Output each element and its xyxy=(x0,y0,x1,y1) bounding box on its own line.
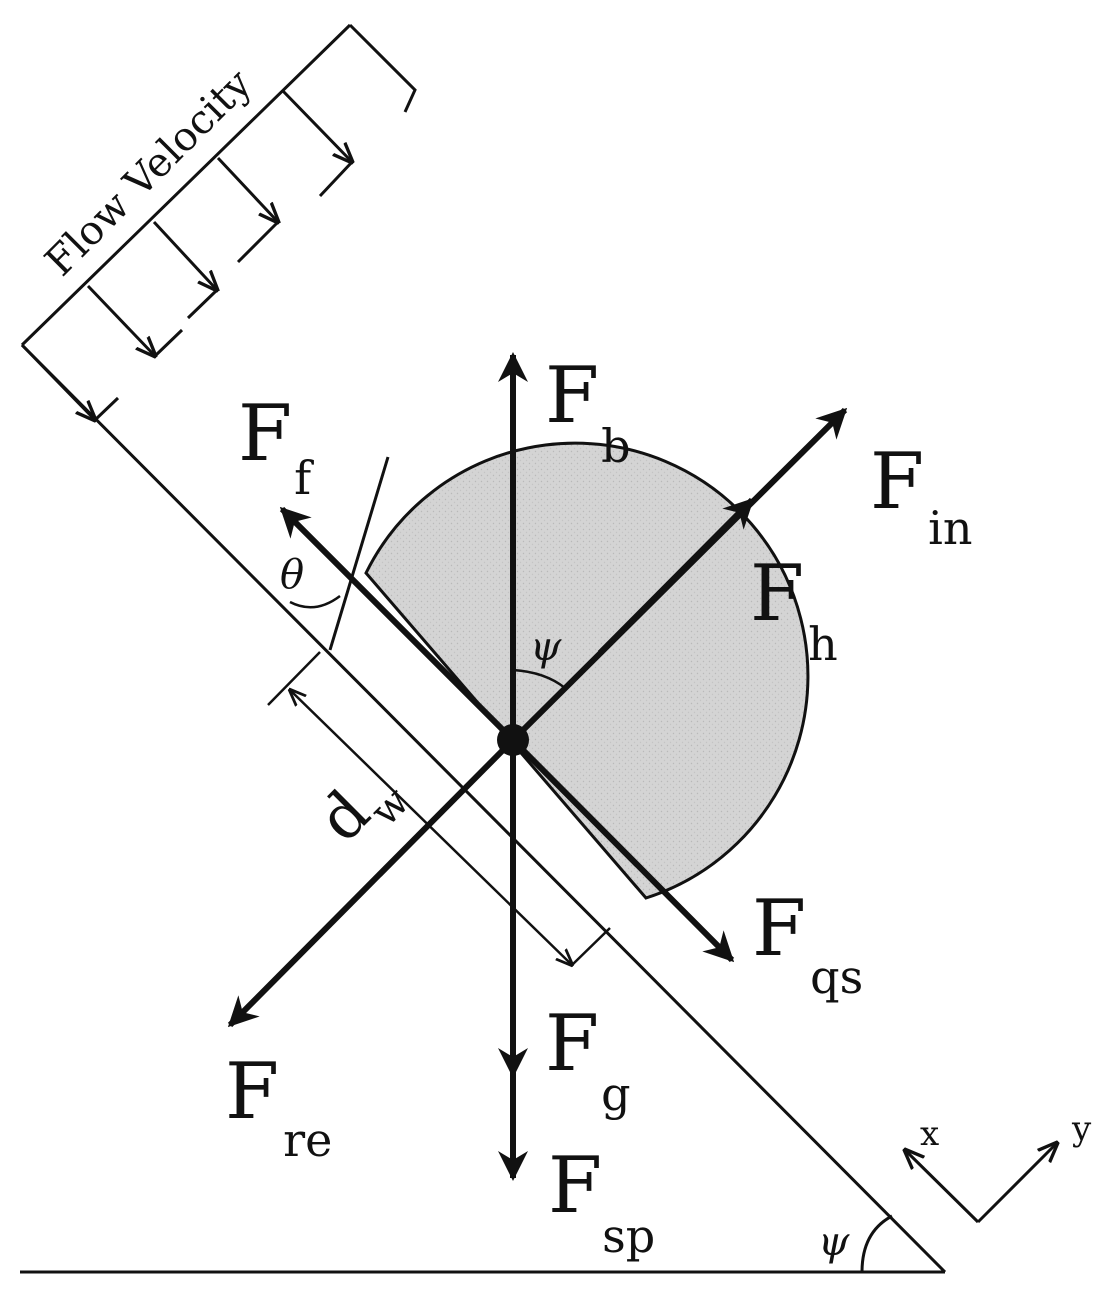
label-fh: Fh xyxy=(750,549,838,671)
label-axis-y: y xyxy=(1071,1109,1092,1149)
label-theta: θ xyxy=(280,552,304,598)
contact-angle-line xyxy=(328,456,390,651)
flow-velocity-profile xyxy=(20,23,417,420)
psi-arc-center xyxy=(512,668,566,689)
label-ff: Ff xyxy=(238,389,314,505)
dimension-dw xyxy=(267,651,611,965)
arrow-ff xyxy=(279,506,516,743)
label-fqs: Fqs xyxy=(752,884,863,1004)
arrow-fqs xyxy=(510,737,735,963)
psi-arc-base xyxy=(860,1214,893,1273)
label-fre: Fre xyxy=(225,1047,332,1167)
label-psi-base: ψ xyxy=(818,1219,850,1265)
flow-velocity-label: Flow Velocity xyxy=(37,60,262,285)
particle-center xyxy=(497,724,529,756)
theta-arc xyxy=(289,595,341,609)
label-dw: dw xyxy=(304,750,419,865)
label-psi-center: ψ xyxy=(530,624,562,670)
coordinate-axes xyxy=(905,1143,1057,1224)
arrow-fre xyxy=(227,737,516,1028)
label-fsp: Fsp xyxy=(548,1141,655,1263)
label-fb: Fb xyxy=(545,351,631,473)
label-fg: Fg xyxy=(545,999,631,1121)
force-arrows xyxy=(227,352,848,1181)
label-axis-x: x xyxy=(920,1114,939,1154)
arrow-fh-head xyxy=(597,497,755,656)
label-fin: Fin xyxy=(870,437,972,555)
